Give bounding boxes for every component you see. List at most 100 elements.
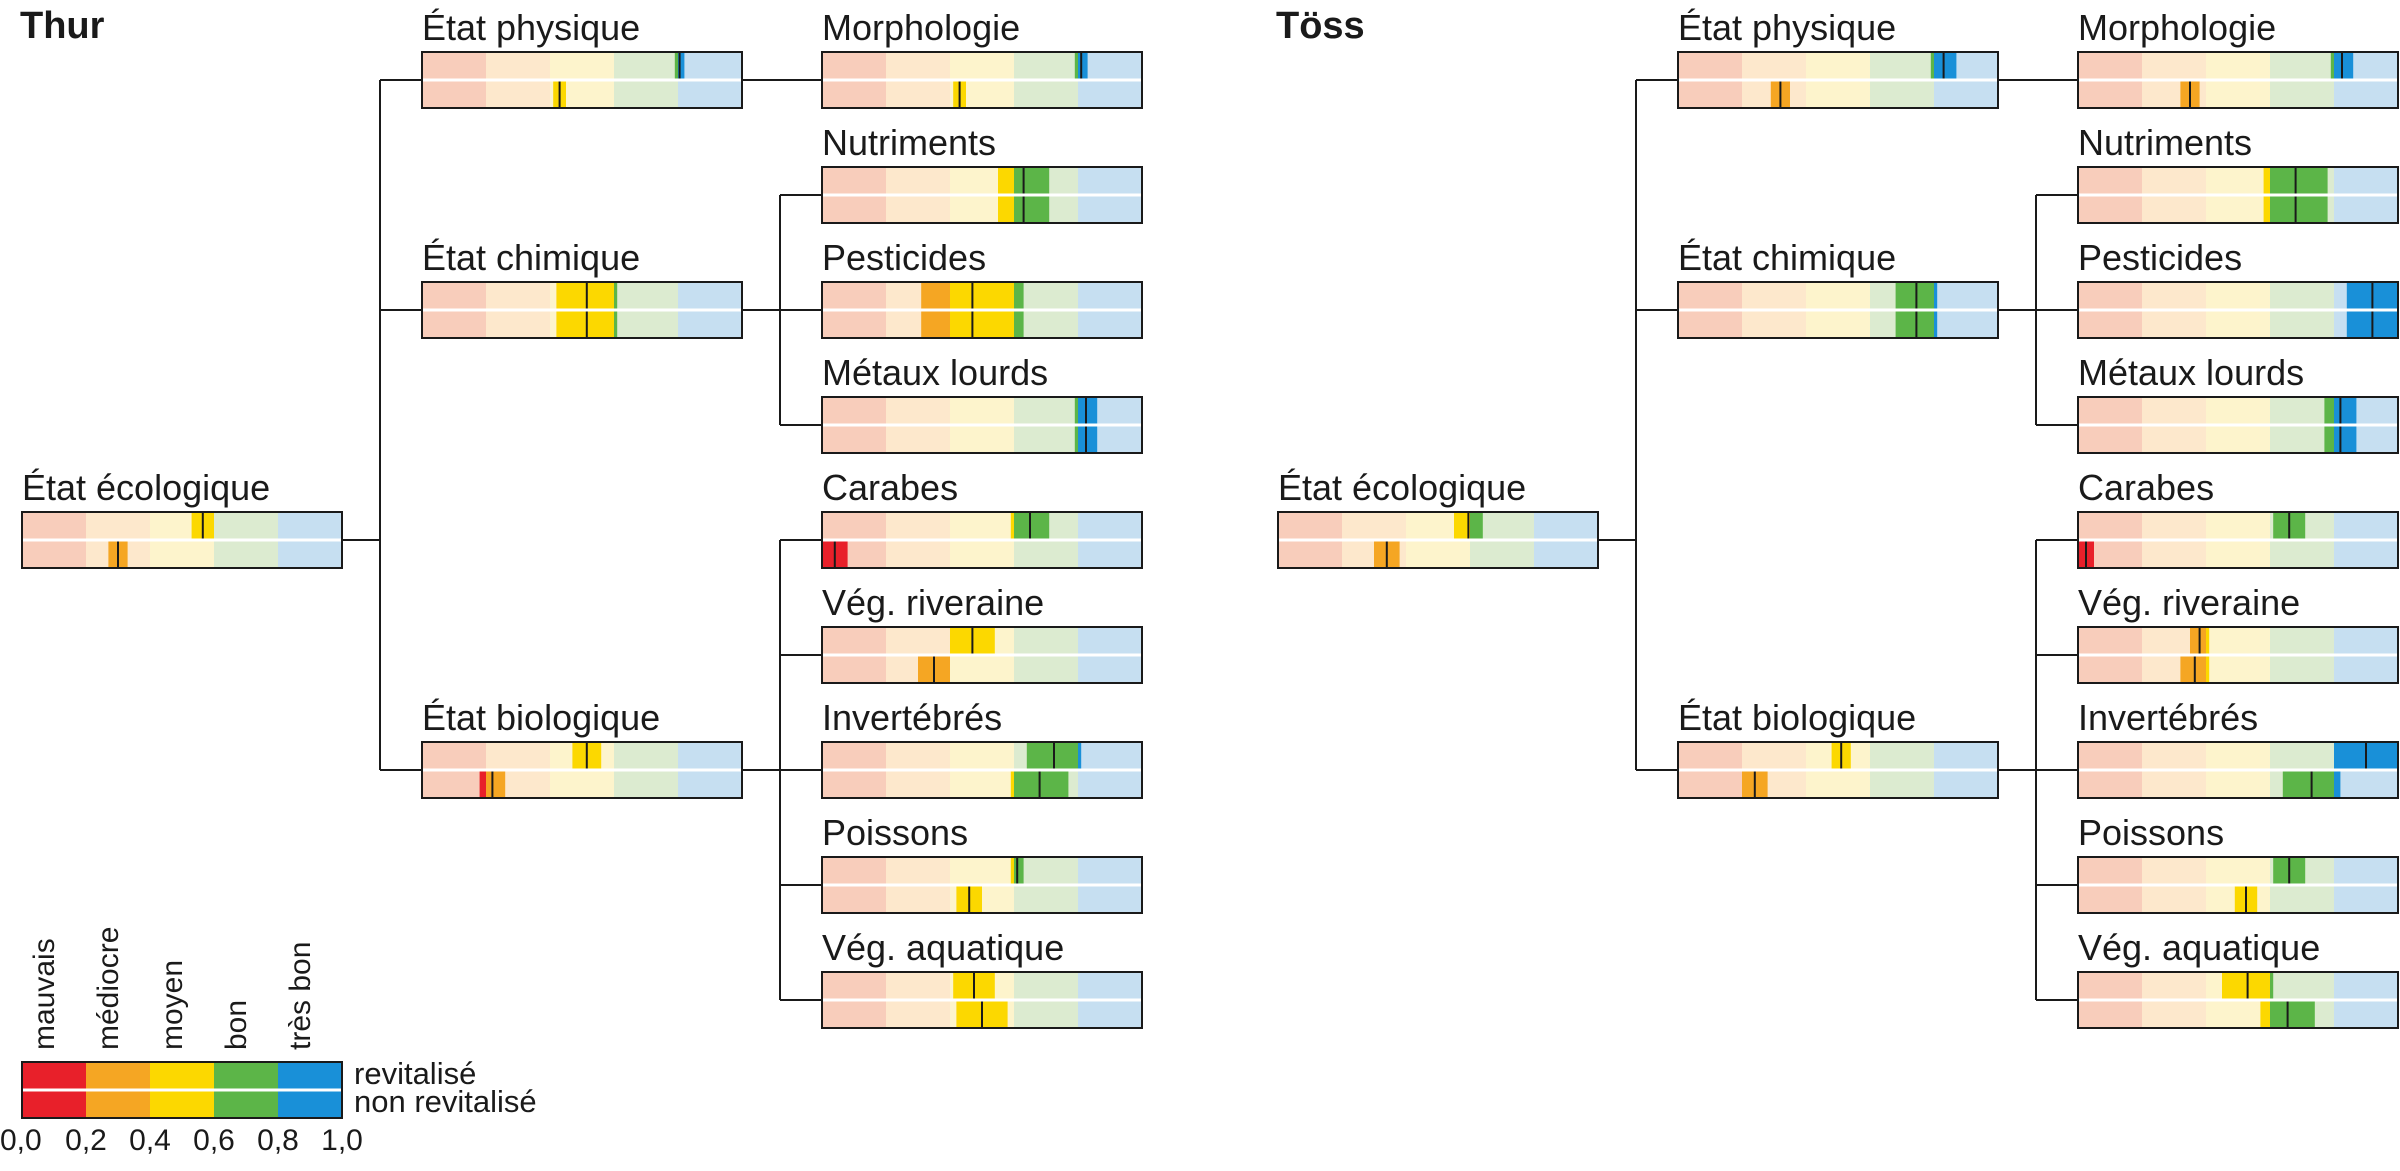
box-carabes <box>2077 511 2399 569</box>
legend-swatch-revitalise <box>150 1062 215 1090</box>
label-nutri: Nutriments <box>822 122 996 163</box>
box-vegaq <box>2077 971 2399 1029</box>
label-metaux: Métaux lourds <box>2078 352 2304 393</box>
box-phys <box>1677 51 1999 109</box>
box-vegrip <box>821 626 1143 684</box>
legend-swatch-non-revitalise <box>22 1090 87 1118</box>
non_revitalise-range-bar <box>2206 655 2210 683</box>
legend-category-label: mauvais <box>28 938 61 1050</box>
label-carabes: Carabes <box>822 467 958 508</box>
legend-frame <box>21 1061 343 1119</box>
label-vegaq: Vég. aquatique <box>822 927 1064 968</box>
label-bio: État biologique <box>422 697 660 738</box>
revitalise-range-bar <box>1074 397 1078 425</box>
legend-swatch-revitalise <box>278 1062 343 1090</box>
revitalise-range-bar <box>1078 742 1082 770</box>
revitalise-range-bar <box>1074 52 1078 80</box>
revitalise-range-bar <box>1470 512 1483 540</box>
legend-swatch-non-revitalise <box>150 1090 215 1118</box>
label-pest: Pesticides <box>2078 237 2242 278</box>
revitalise-range-bar <box>1014 282 1024 310</box>
revitalise-range-bar <box>2190 627 2206 655</box>
box-frame <box>2077 281 2399 339</box>
box-frame <box>821 281 1143 339</box>
revitalise-range-bar <box>1934 282 1938 310</box>
box-metaux <box>821 396 1143 454</box>
legend-category-label: moyen <box>156 960 189 1050</box>
label-phys: État physique <box>1678 7 1896 48</box>
revitalise-range-bar <box>2334 397 2357 425</box>
non_revitalise-range-bar <box>921 310 950 338</box>
label-metaux: Métaux lourds <box>822 352 1048 393</box>
legend-swatch-non-revitalise <box>278 1090 343 1118</box>
box-vegrip <box>2077 626 2399 684</box>
box-bio <box>421 741 743 799</box>
label-poissons: Poissons <box>2078 812 2224 853</box>
non_revitalise-range-bar <box>2334 770 2341 798</box>
box-frame <box>821 396 1143 454</box>
box-morpho <box>2077 51 2399 109</box>
label-pest: Pesticides <box>822 237 986 278</box>
tree-connectors <box>342 79 2078 1001</box>
box-frame <box>1677 51 1999 109</box>
revitalise-range-bar <box>2222 972 2270 1000</box>
legend-tick-label: 0,4 <box>129 1124 171 1157</box>
box-poissons <box>2077 856 2399 914</box>
legend-swatch-non-revitalise <box>86 1090 151 1118</box>
box-chim <box>1677 281 1999 339</box>
legend-category-label: bon <box>220 1000 253 1050</box>
legend-category-label: médiocre <box>92 927 125 1050</box>
label-bio: État biologique <box>1678 697 1916 738</box>
non_revitalise-range-bar <box>2334 425 2357 453</box>
box-frame <box>2077 396 2399 454</box>
non_revitalise-range-bar <box>2263 195 2270 223</box>
legend-tick-label: 0,0 <box>0 1124 42 1157</box>
box-vegaq <box>821 971 1143 1029</box>
label-inv: Invertébrés <box>822 697 1002 738</box>
box-frame <box>821 511 1143 569</box>
box-pest <box>821 281 1143 339</box>
non_revitalise-range-bar <box>2282 770 2334 798</box>
revitalise-range-bar <box>1010 512 1014 540</box>
label-vegrip: Vég. riveraine <box>822 582 1044 623</box>
revitalise-range-bar <box>614 282 618 310</box>
legend-tick-label: 0,8 <box>257 1124 299 1157</box>
revitalise-range-bar <box>2270 167 2328 195</box>
box-frame <box>2077 856 2399 914</box>
non_revitalise-range-bar <box>998 195 1014 223</box>
non_revitalise-range-bar <box>1934 310 1938 338</box>
box-frame <box>2077 511 2399 569</box>
revitalise-range-bar <box>950 282 1014 310</box>
legend-swatch-revitalise <box>214 1062 279 1090</box>
box-frame <box>421 281 743 339</box>
score-boxes <box>21 51 2399 1029</box>
box-inv <box>2077 741 2399 799</box>
label-carabes: Carabes <box>2078 467 2214 508</box>
revitalise-range-bar <box>678 52 685 80</box>
box-frame <box>821 166 1143 224</box>
box-carabes <box>821 511 1143 569</box>
box-frame <box>1677 281 1999 339</box>
legend-label-revitalise: revitalisé <box>354 1056 476 1091</box>
revitalise-range-bar <box>2330 52 2334 80</box>
revitalise-range-bar <box>2270 972 2274 1000</box>
label-vegrip: Vég. riveraine <box>2078 582 2300 623</box>
revitalise-range-bar <box>1078 397 1098 425</box>
box-metaux <box>2077 396 2399 454</box>
revitalise-range-bar <box>1014 857 1024 885</box>
non_revitalise-range-bar <box>1895 310 1934 338</box>
revitalise-range-bar <box>998 167 1014 195</box>
box-pest <box>2077 281 2399 339</box>
non_revitalise-range-bar <box>1010 770 1014 798</box>
box-frame <box>821 971 1143 1029</box>
non_revitalise-range-bar <box>486 770 506 798</box>
label-nutri: Nutriments <box>2078 122 2252 163</box>
box-frame <box>421 51 743 109</box>
revitalise-range-bar <box>674 52 678 80</box>
box-frame <box>821 51 1143 109</box>
legend-tick-label: 0,2 <box>65 1124 107 1157</box>
non_revitalise-range-bar <box>614 310 618 338</box>
